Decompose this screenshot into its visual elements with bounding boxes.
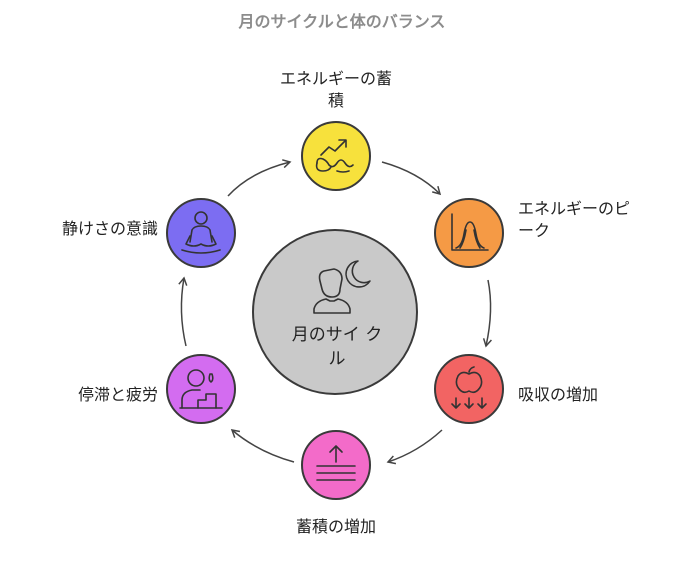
chart-trend-icon — [315, 139, 354, 173]
node-awareness-of-stillness — [166, 198, 236, 268]
center-label: 月のサイ ク ル — [254, 323, 420, 371]
tired-person-icon — [179, 369, 223, 409]
label-absorption-increase: 吸収の増加 — [518, 385, 599, 404]
arrow-1 — [227, 159, 292, 197]
arrow-5 — [230, 429, 295, 463]
center-label-line2: ル — [328, 349, 346, 369]
center-label-line1: 月のサイ ク — [291, 325, 383, 345]
peak-chart-icon — [451, 213, 489, 251]
label-stagnation-fatigue: 停滞と疲労 — [77, 385, 158, 404]
arrow-3 — [482, 279, 492, 348]
arrow-6 — [178, 276, 188, 347]
layers-upload-icon — [316, 445, 356, 481]
label-energy-peak: エネルギーのピ ーク — [518, 199, 631, 240]
node-stagnation-fatigue — [166, 354, 236, 424]
label-awareness-of-stillness: 静けさの意識 — [61, 219, 158, 238]
node-energy-peak — [434, 198, 504, 268]
absorb-apple-icon — [451, 366, 487, 409]
meditation-icon — [181, 211, 221, 254]
arrow-4 — [386, 429, 443, 465]
arrow-2 — [381, 161, 442, 196]
person-moon-icon — [313, 260, 371, 314]
center-moon-cycle: 月のサイ ク ル — [252, 229, 418, 395]
node-accumulation-increase — [301, 430, 371, 500]
diagram-title: 月のサイクルと体のバランス — [238, 12, 446, 31]
node-absorption-increase — [434, 354, 504, 424]
label-accumulation-increase: 蓄積の増加 — [295, 517, 376, 536]
label-energy-accumulation: エネルギーの蓄 積 — [279, 69, 392, 110]
node-energy-accumulation — [301, 121, 371, 191]
